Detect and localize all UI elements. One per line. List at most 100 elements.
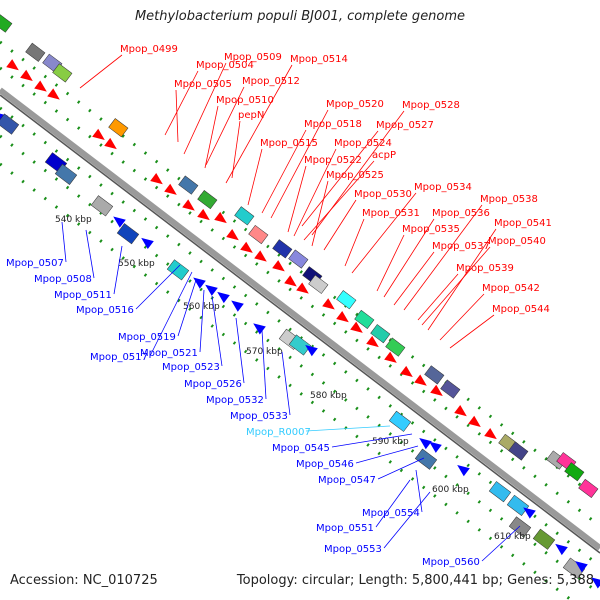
forward-gene-arrow [20,69,33,81]
forward-leader-line [261,129,307,214]
forward-gene-label: Mpop_0520 [326,99,384,110]
forward-gene-block [248,224,269,245]
forward-leader-line [205,86,245,166]
forward-gene-arrow [226,229,239,241]
reverse-gene-label: Mpop_0521 [140,348,198,359]
reverse-leader-line [113,245,123,295]
reverse-leader-line [235,317,245,384]
forward-leader-line [417,273,459,321]
reverse-gene-label: Mpop_0553 [324,544,382,555]
forward-leader-line [311,110,405,236]
forward-gene-arrow [336,310,349,323]
forward-gene-block [354,309,375,330]
reverse-gene-label: Mpop_0511 [54,290,112,301]
forward-leader-line [376,234,405,292]
forward-gene-arrow [254,250,267,262]
forward-gene-label: Mpop_0510 [216,95,274,106]
forward-gene-block [178,175,199,195]
forward-gene-arrow [296,282,309,294]
forward-gene-arrow [454,405,467,417]
forward-gene-arrow [214,211,227,224]
forward-gene-arrow [384,351,397,363]
accession-text: Accession: NC_010725 [10,573,158,588]
forward-gene-block [424,365,445,385]
scale-label: 610 kbp [494,532,531,542]
reverse-gene-block [388,410,412,432]
forward-leader-line [247,148,263,206]
scale-label: 580 kbp [310,391,347,401]
forward-leader-line [403,204,483,311]
reverse-leader-line [149,271,193,357]
forward-gene-arrow [150,173,163,185]
forward-gene-arrow [468,415,481,427]
forward-gene-arrow [414,374,427,386]
forward-gene-label: Mpop_0541 [494,218,552,229]
reverse-gene-block [532,528,556,550]
forward-gene-block [564,462,585,482]
reverse-gene-block [506,494,530,516]
genome-backbone-shadow [0,94,600,554]
forward-gene-label: Mpop_0528 [402,100,460,111]
reverse-gene-block [166,259,190,281]
forward-gene-label: acpP [372,150,396,161]
forward-gene-block [52,63,73,83]
reverse-gene-arrow [419,438,432,450]
forward-leader-line [393,251,435,306]
reverse-gene-arrow [575,561,588,573]
reverse-leader-line [261,329,267,400]
reverse-leader-line [415,469,423,513]
forward-leader-line [270,109,329,219]
reverse-gene-arrow [591,577,600,589]
forward-gene-block [25,42,46,62]
reverse-gene-arrow [141,237,154,250]
reverse-leader-line [481,525,521,562]
forward-leader-line [421,246,491,326]
forward-gene-label: Mpop_0525 [326,170,384,181]
forward-gene-arrow [182,199,195,211]
reverse-gene-block [0,113,20,135]
forward-leader-line [231,120,241,179]
reverse-gene-label: Mpop_0547 [318,475,376,486]
forward-gene-arrow [400,365,413,378]
forward-leader-line [204,105,219,169]
forward-gene-arrow [350,321,363,333]
reverse-leader-line [61,221,67,263]
reverse-gene-label: Mpop_0507 [6,258,64,269]
reverse-gene-block [90,195,114,217]
scale-label: 590 kbp [372,437,409,447]
reverse-gene-arrow [217,291,230,304]
forward-gene-arrow [34,80,47,92]
forward-gene-block [272,239,293,259]
reverse-gene-label: Mpop_0560 [422,557,480,568]
reverse-gene-label: Mpop_0516 [76,305,134,316]
reverse-leader-line [199,289,205,353]
reverse-leader-line [375,479,411,528]
forward-gene-label: Mpop_0538 [480,194,538,205]
forward-gene-block [336,290,357,310]
forward-gene-label: Mpop_0515 [260,138,318,149]
map-title: Methylobacterium populi BJ001, complete … [134,9,466,24]
reverse-gene-arrow [429,441,442,453]
forward-leader-line [175,89,179,143]
reverse-gene-block [54,163,78,185]
reverse-gene-block [116,223,140,245]
reverse-gene-block [508,516,532,538]
forward-gene-arrow [322,298,335,310]
forward-gene-arrow [92,128,105,140]
forward-gene-label: Mpop_0512 [242,76,300,87]
forward-gene-label: pepN [238,110,264,121]
scale-label: 550 kbp [118,259,155,269]
scale-label: 600 kbp [432,485,469,495]
forward-gene-block [234,206,255,226]
forward-leader-line [293,148,337,237]
reverse-gene-arrow [305,345,318,357]
forward-leader-line [225,64,293,184]
reverse-gene-label: Mpop_0508 [34,274,92,285]
reverse-gene-arrow [253,323,266,335]
genome-summary-text: Topology: circular; Length: 5,800,441 bp… [236,573,594,588]
forward-leader-line [79,54,123,89]
reverse-leader-line [305,425,391,432]
forward-gene-label: Mpop_0542 [482,283,540,294]
